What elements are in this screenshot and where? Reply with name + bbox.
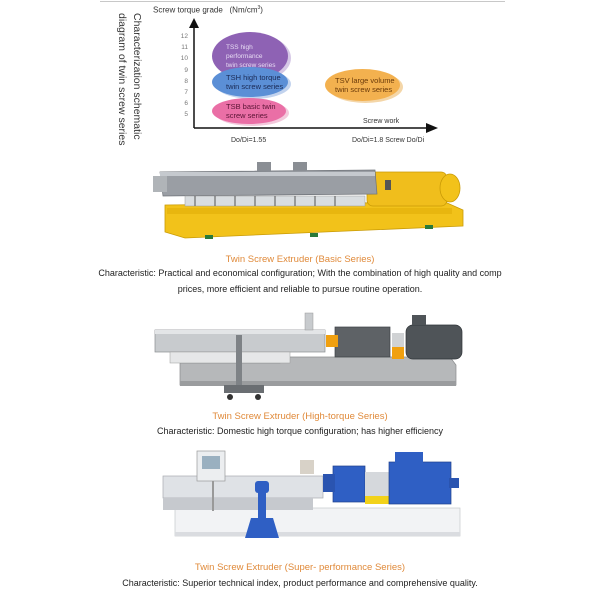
series-tsv-ellipse: TSV large volume twin screw series: [325, 69, 400, 101]
high-torque-series-description: Characteristic: Domestic high torque con…: [157, 426, 443, 436]
side-title-line2: diagram of twin screw series: [116, 13, 128, 146]
super-performance-series-machine-image: [162, 450, 461, 538]
y-tick: 11: [181, 44, 188, 51]
y-axis-unit: (Nm/cm: [229, 5, 258, 15]
top-divider: [100, 1, 505, 2]
y-tick: 12: [180, 33, 188, 40]
y-arrow-icon: [189, 18, 199, 28]
series-label: screw series: [226, 111, 268, 120]
x-marker-left: Do/Di=1.55: [231, 137, 267, 144]
y-tick: 7: [184, 89, 188, 96]
y-tick: 8: [184, 78, 188, 85]
series-tsh-ellipse: TSH high torque twin screw series: [212, 67, 288, 97]
basic-series-description-line2: prices, more efficient and reliable to p…: [177, 284, 423, 294]
y-tick: 6: [184, 100, 188, 107]
y-tick: 9: [184, 67, 188, 74]
x-marker-right: Do/Di=1.8 Screw Do/Di: [352, 137, 425, 144]
y-axis-title: Screw torque grade (Nm/cm3): [153, 5, 263, 15]
super-performance-series-title: Twin Screw Extruder (Super- performance …: [194, 562, 406, 573]
basic-series-machine-image: [153, 162, 464, 239]
y-tick: 10: [180, 55, 188, 62]
series-label: TSS high performance: [226, 43, 263, 60]
high-torque-series-title: Twin Screw Extruder (High-torque Series): [212, 411, 388, 422]
series-label: twin screw series: [335, 85, 393, 94]
series-label: TSH high torque: [226, 73, 281, 82]
series-label: twin screw series: [226, 82, 284, 91]
series-label: TSB basic twin: [226, 102, 276, 111]
high-torque-series-machine-image: [154, 312, 463, 400]
y-axis-title-text: Screw torque grade: [153, 5, 223, 15]
series-label: TSV large volume: [335, 76, 395, 85]
y-axis-unit-close: ): [260, 5, 263, 15]
basic-series-title: Twin Screw Extruder (Basic Series): [225, 254, 375, 265]
basic-series-description-line1: Characteristic: Practical and economical…: [98, 268, 502, 278]
axes: [189, 18, 438, 133]
y-tick: 5: [184, 111, 188, 118]
series-label: twin screw series: [226, 61, 276, 69]
side-title-line1: Characterization schematic: [131, 13, 143, 140]
super-performance-series-description: Characteristic: Superior technical index…: [122, 578, 478, 588]
series-tsb-ellipse: TSB basic twin screw series: [212, 98, 286, 124]
x-arrow-icon: [426, 123, 438, 133]
x-axis-title: Screw work: [363, 118, 400, 125]
y-axis-unit-sup: 3: [257, 5, 261, 11]
